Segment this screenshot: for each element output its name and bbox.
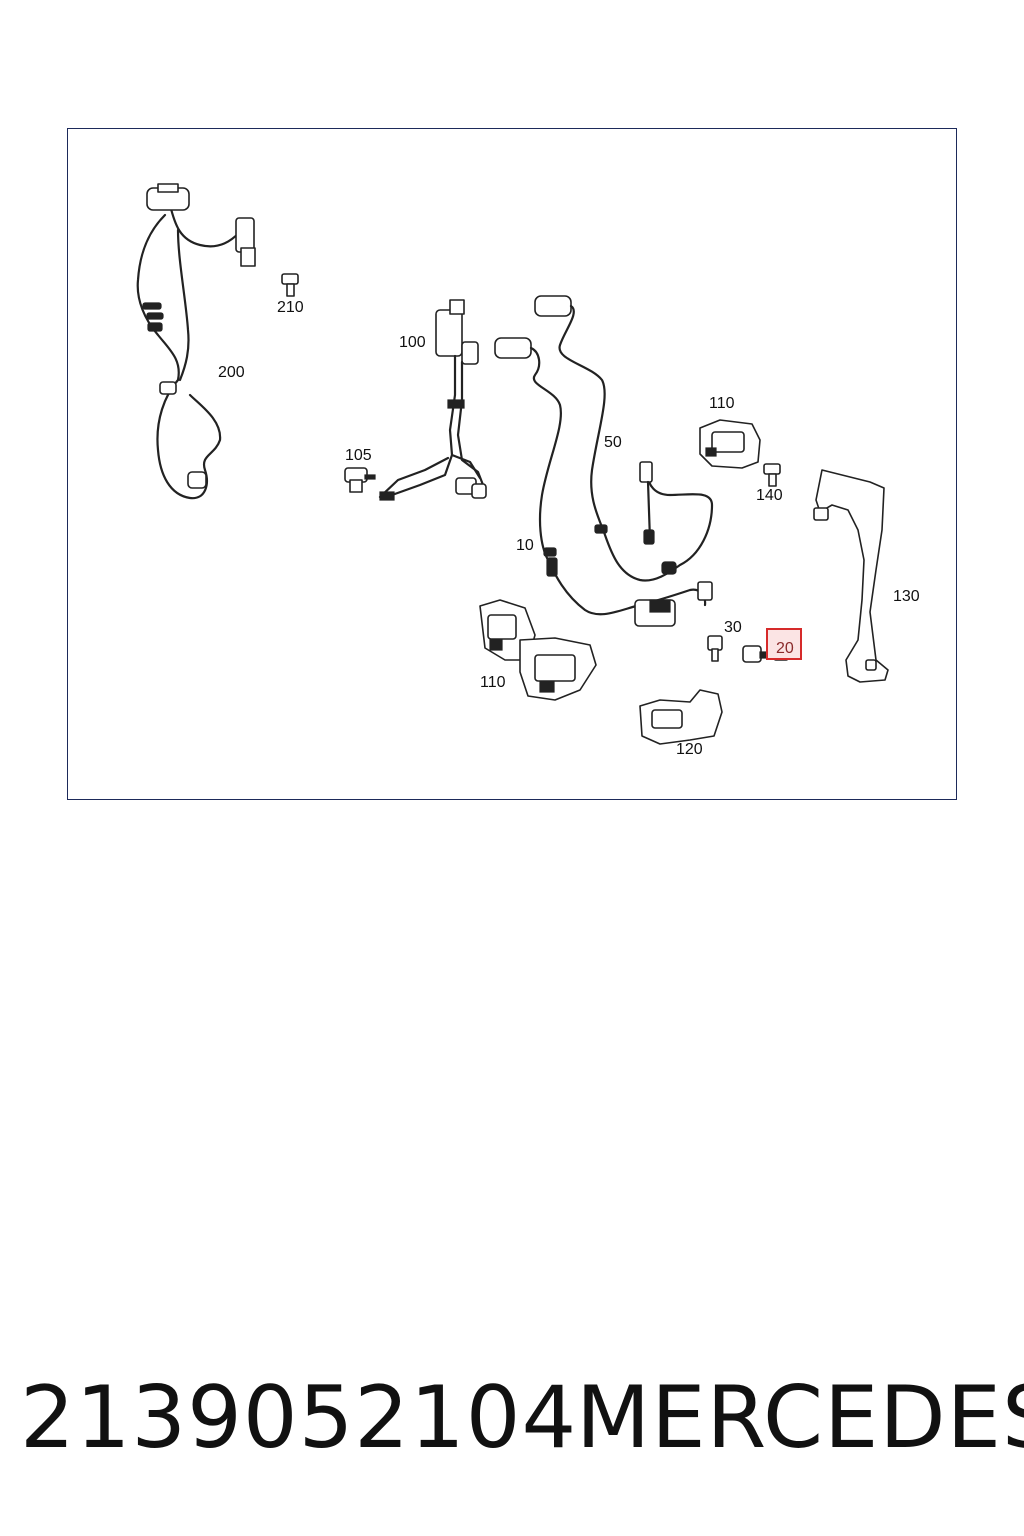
callout-110-lower[interactable]: 110 — [480, 674, 506, 691]
callout-20-highlight[interactable]: 20 — [766, 628, 802, 660]
part-30-bolt[interactable] — [707, 635, 723, 662]
footer: 2139052104 MERCEDES — [0, 1368, 1024, 1468]
callout-120[interactable]: 120 — [676, 741, 703, 758]
highlight-box — [766, 628, 802, 660]
callout-105[interactable]: 105 — [345, 447, 372, 464]
part-120-cover[interactable] — [639, 689, 723, 745]
diagram-frame — [67, 128, 957, 800]
part-140-bolt[interactable] — [763, 463, 781, 487]
callout-50[interactable]: 50 — [604, 434, 622, 451]
part-130-bracket[interactable] — [813, 469, 889, 683]
part-50-sensor-cable[interactable] — [534, 295, 714, 582]
callout-20[interactable]: 20 — [776, 640, 794, 657]
brand-name: MERCEDES — [576, 1368, 1024, 1468]
callout-110-upper[interactable]: 110 — [709, 395, 735, 412]
callout-10[interactable]: 10 — [516, 537, 534, 554]
part-10-sensor-cable[interactable] — [494, 337, 713, 627]
callout-130[interactable]: 130 — [893, 588, 920, 605]
part-110-bracket-lower[interactable] — [479, 599, 597, 701]
callout-210[interactable]: 210 — [277, 299, 304, 316]
part-100-wiring-harness[interactable] — [378, 299, 487, 501]
part-200-wire-harness[interactable] — [136, 183, 256, 500]
part-210-bolt[interactable] — [281, 273, 299, 297]
part-105-clip[interactable] — [344, 467, 376, 493]
callout-100[interactable]: 100 — [399, 334, 426, 351]
part-number: 2139052104 — [20, 1368, 578, 1468]
callout-140[interactable]: 140 — [756, 487, 783, 504]
callout-200[interactable]: 200 — [218, 364, 245, 381]
part-110-bracket-upper[interactable] — [699, 419, 761, 469]
callout-30[interactable]: 30 — [724, 619, 742, 636]
